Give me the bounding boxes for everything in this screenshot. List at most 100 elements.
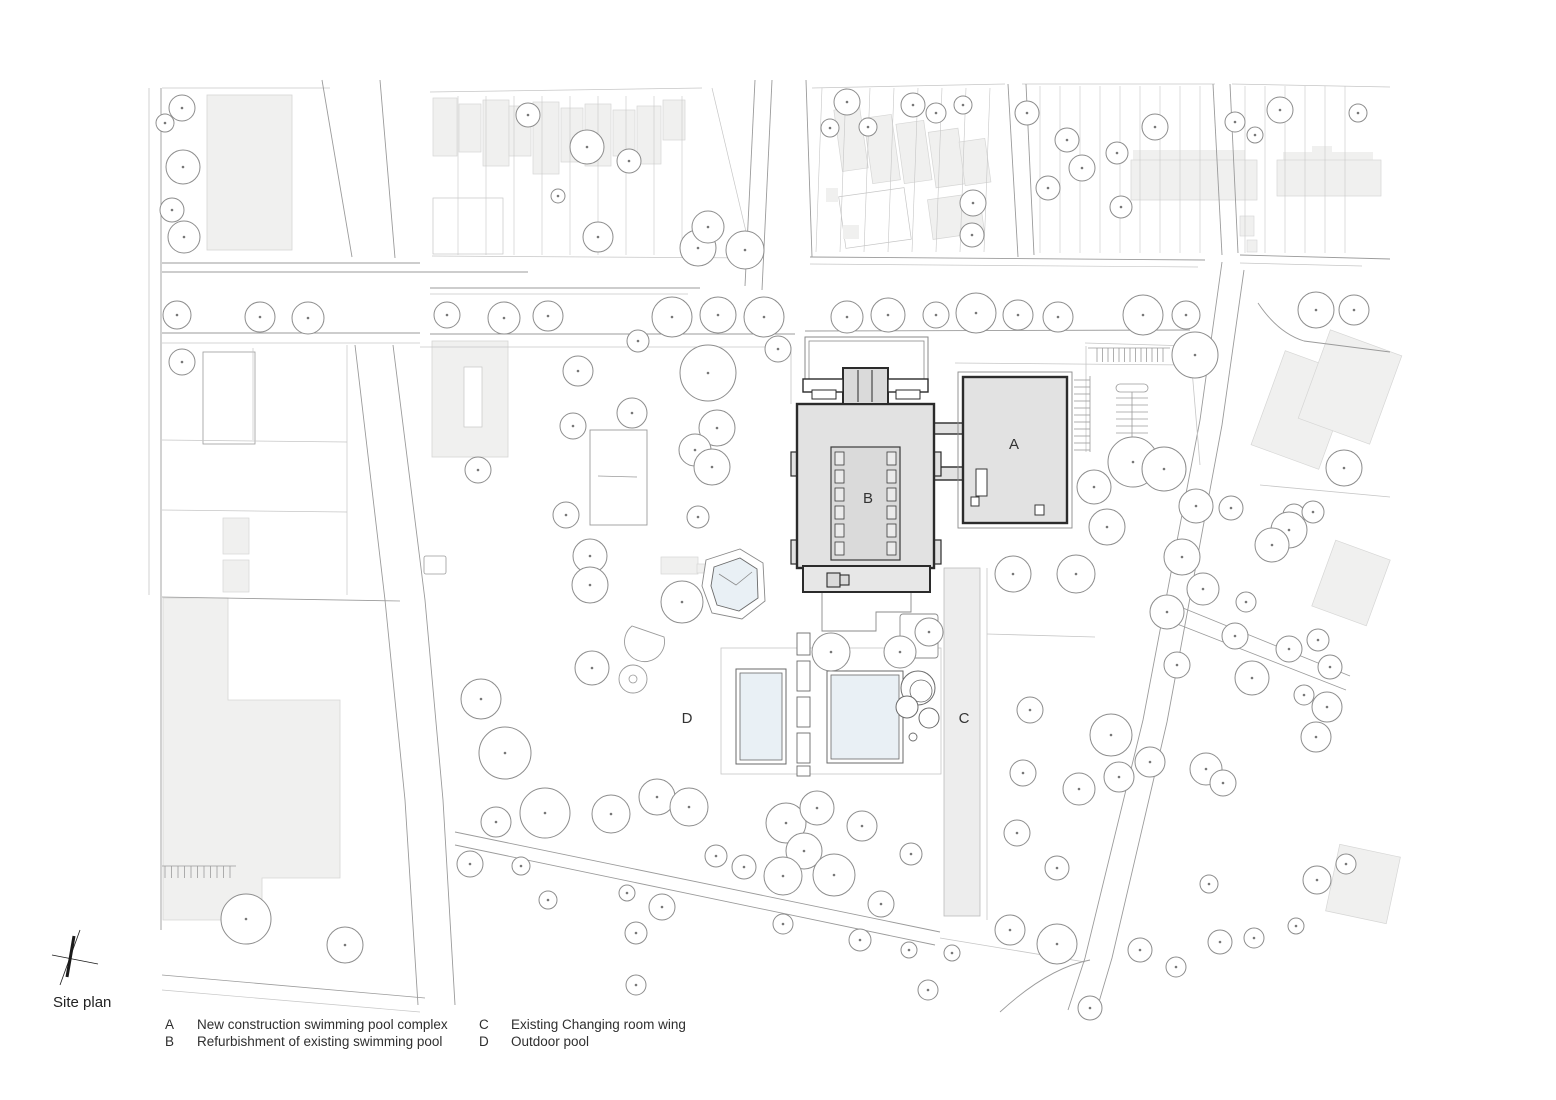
parking-tick	[983, 87, 991, 253]
tree-center-dot	[1344, 862, 1348, 866]
tree-center-dot	[1077, 787, 1081, 791]
road-edge	[805, 79, 813, 258]
tree-center-dot	[1229, 506, 1233, 510]
site-line	[954, 362, 1191, 366]
tree-center-dot	[180, 360, 184, 364]
tree-center-dot	[519, 864, 523, 868]
tree-center-dot	[680, 600, 684, 604]
house	[1312, 146, 1332, 156]
road-edge	[161, 974, 426, 999]
legend-column: A New construction swimming pool complex…	[165, 1016, 449, 1050]
tree-center-dot	[970, 233, 974, 237]
pool-left-water	[739, 672, 783, 761]
tree-center-dot	[571, 424, 575, 428]
tree-center-dot	[1055, 866, 1059, 870]
tree-center-dot	[866, 125, 870, 129]
tree-center-dot	[802, 849, 806, 853]
path-edge	[999, 959, 1091, 1013]
road-edge	[1239, 262, 1363, 267]
plot	[432, 197, 504, 255]
tree-center-dot	[1174, 965, 1178, 969]
tree-center-dot	[1105, 525, 1109, 529]
tree-center-dot	[479, 697, 483, 701]
building-a-core	[970, 496, 980, 507]
house	[662, 99, 686, 141]
tree-center-dot	[609, 812, 613, 816]
skylight	[886, 523, 897, 538]
tree-center-dot	[1074, 572, 1078, 576]
tree-center-dot	[1221, 781, 1225, 785]
north-arrow-line	[51, 954, 99, 965]
water-slide	[918, 707, 940, 729]
tree-center-dot	[576, 369, 580, 373]
legend-item: C Existing Changing room wing	[479, 1016, 686, 1033]
tree-center-dot	[687, 805, 691, 809]
parking-layer	[164, 86, 1346, 878]
house	[958, 138, 992, 186]
house	[833, 106, 869, 172]
road-edge	[1239, 254, 1391, 260]
tree-center-dot	[858, 938, 862, 942]
tree-center-dot	[556, 194, 560, 198]
tree-center-dot	[588, 554, 592, 558]
tree-center-dot	[1109, 733, 1113, 737]
legend-key: D	[479, 1034, 489, 1049]
tree-center-dot	[781, 922, 785, 926]
tree-center-dot	[1153, 125, 1157, 129]
parking-tick	[815, 87, 823, 253]
house	[458, 103, 482, 153]
tree-center-dot	[706, 225, 710, 229]
tree-center-dot	[625, 891, 629, 895]
tree-center-dot	[468, 862, 472, 866]
road-edge	[1095, 269, 1245, 1013]
tree-center-dot	[445, 313, 449, 317]
diving-platform	[796, 765, 811, 777]
skylight	[834, 505, 845, 520]
diving-platform	[796, 732, 811, 764]
house	[636, 105, 662, 165]
terrace	[821, 592, 912, 632]
building-b-stair	[826, 572, 841, 588]
legend-item: A New construction swimming pool complex	[165, 1016, 449, 1033]
tree-center-dot	[1015, 831, 1019, 835]
road-edge	[811, 83, 1006, 89]
legend-column: C Existing Changing room wing D Outdoor …	[479, 1016, 686, 1050]
north-arrow	[51, 929, 99, 986]
legend-label: Outdoor pool	[511, 1034, 590, 1049]
tree-center-dot	[660, 905, 664, 909]
tree-center-dot	[502, 316, 506, 320]
tree-center-dot	[1325, 705, 1329, 709]
tree-center-dot	[898, 650, 902, 654]
road-edge	[1257, 302, 1391, 353]
tree-center-dot	[1088, 1006, 1092, 1010]
road-edge	[1231, 83, 1391, 88]
tree-center-dot	[1184, 313, 1188, 317]
parking-tick	[863, 87, 871, 253]
tree-center-dot	[1244, 600, 1248, 604]
tree-center-dot	[1141, 313, 1145, 317]
skylight	[886, 487, 897, 502]
tree-center-dot	[815, 806, 819, 810]
tree-center-dot	[1218, 940, 1222, 944]
tree-center-dot	[655, 795, 659, 799]
tree-center-dot	[1011, 572, 1015, 576]
house	[895, 119, 933, 185]
building-a-core	[975, 468, 988, 497]
tree-center-dot	[781, 874, 785, 878]
tree-center-dot	[636, 339, 640, 343]
tree-center-dot	[546, 898, 550, 902]
tree-center-dot	[974, 311, 978, 315]
tree-center-dot	[1287, 528, 1291, 532]
carousel	[628, 674, 638, 684]
tree-center-dot	[634, 931, 638, 935]
tree-center-dot	[934, 313, 938, 317]
tree-center-dot	[1016, 313, 1020, 317]
skylight	[834, 469, 845, 484]
house	[482, 99, 510, 167]
trees-layer	[155, 88, 1370, 1021]
building-a	[961, 375, 1069, 525]
tree-center-dot	[909, 852, 913, 856]
